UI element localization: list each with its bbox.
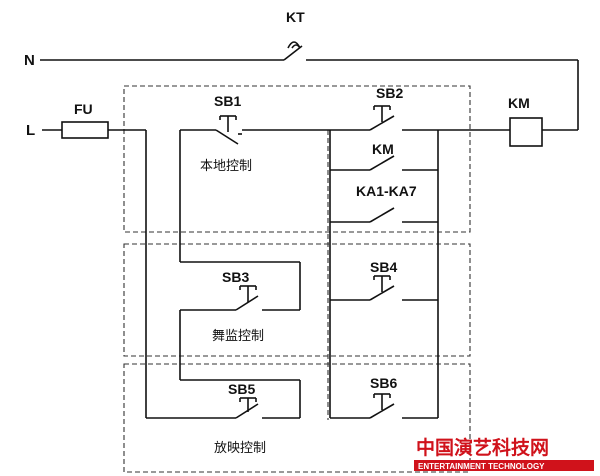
stage-control-label: 舞监控制 bbox=[212, 329, 264, 344]
sb4-label: SB4 bbox=[370, 259, 397, 275]
dashed-region-boxes bbox=[123, 85, 471, 473]
local-control-label: 本地控制 bbox=[200, 159, 252, 174]
sb2-label: SB2 bbox=[376, 85, 403, 101]
parallel-contacts bbox=[329, 105, 510, 419]
sb5-label: SB5 bbox=[228, 381, 255, 397]
n-label: N bbox=[24, 52, 35, 69]
km-coil bbox=[509, 117, 543, 147]
l-line bbox=[42, 121, 236, 419]
watermark-logo: 中国演艺科技网 ENTERTAINMENT TECHNOLOGY bbox=[414, 436, 594, 471]
fu-label: FU bbox=[74, 101, 93, 117]
kt-label: KT bbox=[286, 9, 305, 25]
sb1-label: SB1 bbox=[214, 93, 241, 109]
ka-label: KA1-KA7 bbox=[356, 183, 417, 199]
watermark-title: 中国演艺科技网 bbox=[416, 436, 549, 459]
watermark-subtitle: ENTERTAINMENT TECHNOLOGY bbox=[418, 462, 545, 471]
sb5-switch bbox=[235, 397, 300, 419]
sb3-label: SB3 bbox=[222, 269, 249, 285]
l-label: L bbox=[26, 122, 35, 139]
sb3-switch bbox=[179, 285, 301, 418]
n-line bbox=[40, 45, 579, 131]
km-coil-label: KM bbox=[508, 95, 530, 111]
sb1-switch bbox=[179, 115, 330, 310]
km-contact-label: KM bbox=[372, 141, 394, 157]
watermark-subtitle-bar bbox=[414, 460, 594, 471]
kt-timer-symbol bbox=[287, 41, 301, 49]
sb6-label: SB6 bbox=[370, 375, 397, 391]
projection-control-label: 放映控制 bbox=[214, 441, 266, 456]
fuse-fu bbox=[61, 121, 109, 139]
